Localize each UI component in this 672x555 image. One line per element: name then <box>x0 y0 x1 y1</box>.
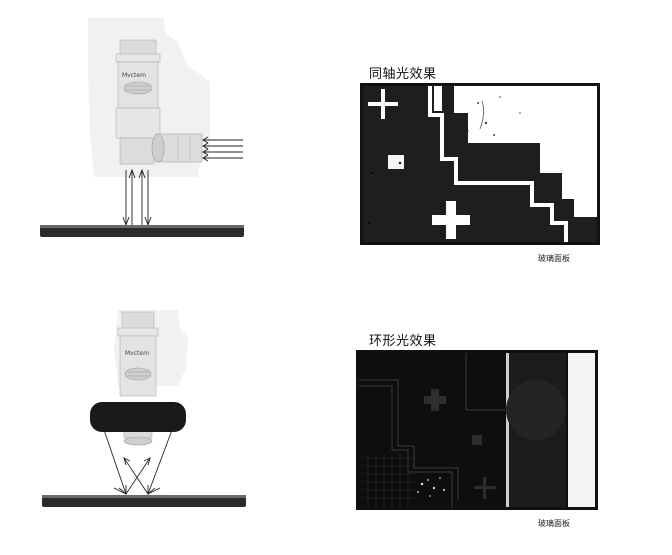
microscope-icon <box>117 311 159 446</box>
ring-illustration <box>42 310 246 507</box>
arrow-icon <box>103 429 173 495</box>
vertical-rays <box>122 168 152 227</box>
plus-icon <box>368 89 398 119</box>
coaxial-effect-heading: 同轴光效果 <box>369 67 437 82</box>
arrow-icon <box>202 136 243 162</box>
microscope-brand: Mvctem <box>122 72 146 79</box>
ring-caption: 玻璃面板 <box>538 519 570 528</box>
microscope-icon <box>115 39 203 165</box>
plus-icon <box>432 201 470 239</box>
ring-illumination-diagram: Mvctem <box>38 308 250 514</box>
coaxial-illumination-diagram: Mvctem <box>38 12 248 244</box>
coaxial-illustration <box>40 18 244 237</box>
plus-icon <box>424 389 446 411</box>
ring-sample-image <box>356 350 598 510</box>
coaxial-caption: 玻璃面板 <box>538 254 570 263</box>
ring-effect-heading: 环形光效果 <box>369 334 437 349</box>
ring-light <box>90 402 186 432</box>
plus-icon <box>474 477 496 499</box>
coaxial-sample-image <box>360 83 600 245</box>
microscope-brand: Mvctem <box>125 350 149 357</box>
